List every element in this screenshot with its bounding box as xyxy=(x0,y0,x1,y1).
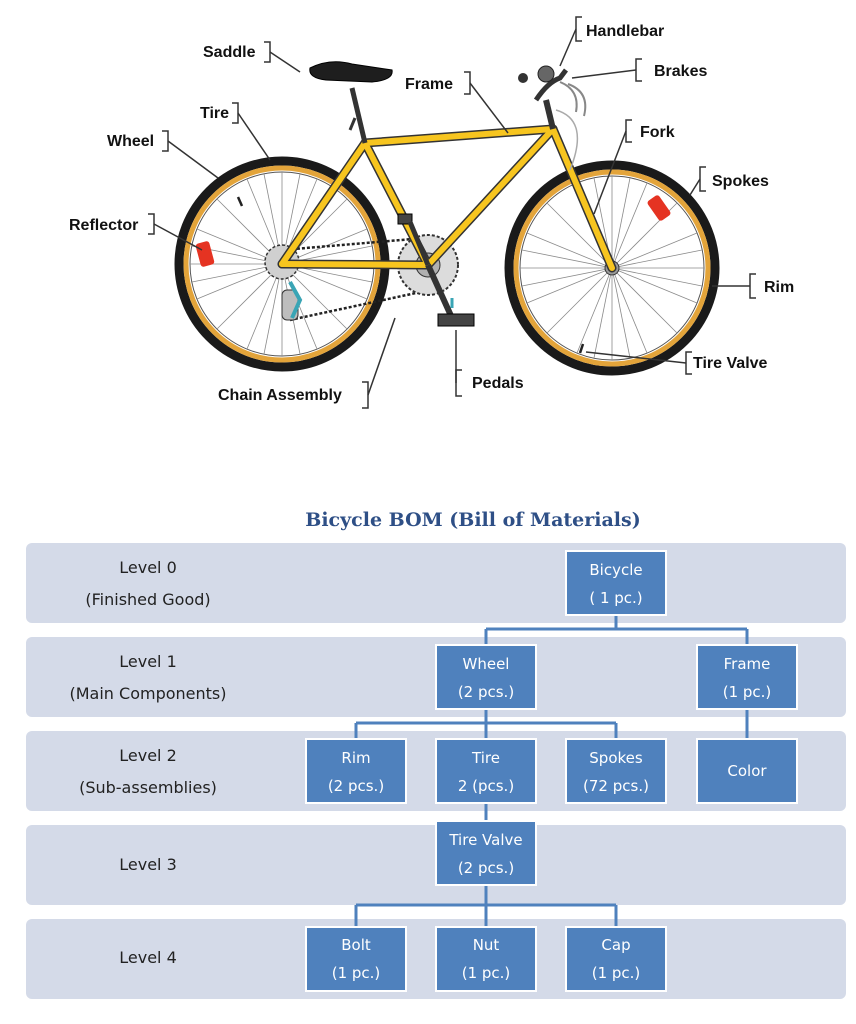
node-spokes: Spokes (72 pcs.) xyxy=(565,738,667,804)
node-rim-name: Rim xyxy=(341,749,370,767)
label-chain-assembly: Chain Assembly xyxy=(218,387,342,404)
label-tire-valve: Tire Valve xyxy=(693,355,768,372)
level-band-0 xyxy=(26,543,846,623)
node-wheel-qty: (2 pcs.) xyxy=(458,683,514,701)
label-pedals: Pedals xyxy=(472,375,524,392)
node-tire-valve-qty: (2 pcs.) xyxy=(458,859,514,877)
label-wheel: Wheel xyxy=(107,133,154,150)
label-brakes: Brakes xyxy=(654,63,707,80)
bom-title: Bicycle BOM (Bill of Materials) xyxy=(305,509,640,531)
node-bicycle-name: Bicycle xyxy=(589,561,642,579)
node-cap-name: Cap xyxy=(601,936,630,954)
level-0-name: Level 0 xyxy=(119,558,177,577)
front-reflector xyxy=(647,195,671,221)
label-saddle: Saddle xyxy=(203,44,256,61)
level-0-desc: (Finished Good) xyxy=(85,590,210,609)
label-reflector: Reflector xyxy=(69,217,138,234)
handlebar-shape xyxy=(533,68,568,102)
level-2-name: Level 2 xyxy=(119,746,177,765)
callout-leaders xyxy=(148,16,756,409)
node-rim-qty: (2 pcs.) xyxy=(328,777,384,795)
node-tire: Tire 2 (pcs.) xyxy=(435,738,537,804)
bicycle-illustration xyxy=(174,61,720,376)
label-frame: Frame xyxy=(405,76,453,93)
saddle-shape xyxy=(309,61,393,83)
node-frame-name: Frame xyxy=(724,655,771,673)
level-2-desc: (Sub-assemblies) xyxy=(79,778,217,797)
node-nut-qty: (1 pc.) xyxy=(462,964,511,982)
node-wheel: Wheel (2 pcs.) xyxy=(435,644,537,710)
node-bolt: Bolt (1 pc.) xyxy=(305,926,407,992)
tree-connectors xyxy=(354,615,749,927)
label-tire: Tire xyxy=(200,105,229,122)
label-spokes: Spokes xyxy=(712,173,769,190)
node-bicycle: Bicycle ( 1 pc.) xyxy=(565,550,667,616)
node-bicycle-qty: ( 1 pc.) xyxy=(589,589,642,607)
chain-assembly xyxy=(281,236,431,322)
node-tire-valve: Tire Valve (2 pcs.) xyxy=(435,820,537,886)
node-frame-qty: (1 pc.) xyxy=(723,683,772,701)
node-cap-qty: (1 pc.) xyxy=(592,964,641,982)
bom-nodes: Bicycle ( 1 pc.) Wheel (2 pcs.) Frame (1… xyxy=(305,550,798,992)
node-tire-valve-name: Tire Valve xyxy=(448,831,522,849)
node-cap: Cap (1 pc.) xyxy=(565,926,667,992)
level-4-name: Level 4 xyxy=(119,948,177,967)
level-1-name: Level 1 xyxy=(119,652,177,671)
node-tire-qty: 2 (pcs.) xyxy=(458,777,514,795)
label-rim: Rim xyxy=(764,279,794,296)
level-3-name: Level 3 xyxy=(119,855,177,874)
callout-labels: Handlebar Saddle Brakes Frame Tire Fork … xyxy=(69,23,794,404)
node-frame: Frame (1 pc.) xyxy=(696,644,798,710)
pedal-front xyxy=(437,313,475,327)
label-fork: Fork xyxy=(640,124,675,141)
node-wheel-name: Wheel xyxy=(463,655,510,673)
node-nut-name: Nut xyxy=(473,936,500,954)
node-tire-name: Tire xyxy=(471,749,500,767)
level-1-desc: (Main Components) xyxy=(70,684,227,703)
node-rim: Rim (2 pcs.) xyxy=(305,738,407,804)
node-spokes-qty: (72 pcs.) xyxy=(583,777,649,795)
node-spokes-name: Spokes xyxy=(589,749,643,767)
node-color: Color xyxy=(696,738,798,804)
label-handlebar: Handlebar xyxy=(586,23,664,40)
frame-tubes xyxy=(277,124,617,273)
node-bolt-name: Bolt xyxy=(341,936,371,954)
node-color-name: Color xyxy=(727,762,767,780)
level-labels: Level 0 (Finished Good) Level 1 (Main Co… xyxy=(70,558,227,967)
node-bolt-qty: (1 pc.) xyxy=(332,964,381,982)
rear-reflector xyxy=(195,241,215,267)
node-nut: Nut (1 pc.) xyxy=(435,926,537,992)
